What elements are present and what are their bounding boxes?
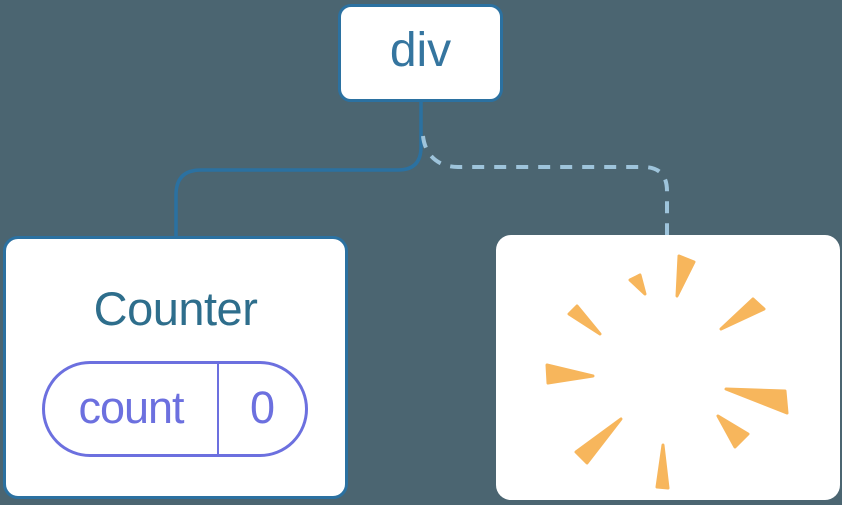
solid-connection-line [174, 99, 423, 240]
root-div-label: div [389, 24, 452, 77]
root-div-node: div [338, 4, 503, 102]
counter-component-node: Counter count 0 [3, 236, 348, 499]
dashed-connection-line [421, 135, 669, 239]
state-pill: count 0 [42, 361, 308, 457]
state-value-cell: 0 [219, 364, 305, 454]
counter-title: Counter [93, 282, 258, 335]
state-value: 0 [249, 381, 275, 433]
removed-component-node [496, 235, 840, 500]
poof-sparkle-icon [545, 254, 789, 490]
state-key-cell: count [45, 364, 219, 454]
state-key-label: count [78, 381, 184, 433]
